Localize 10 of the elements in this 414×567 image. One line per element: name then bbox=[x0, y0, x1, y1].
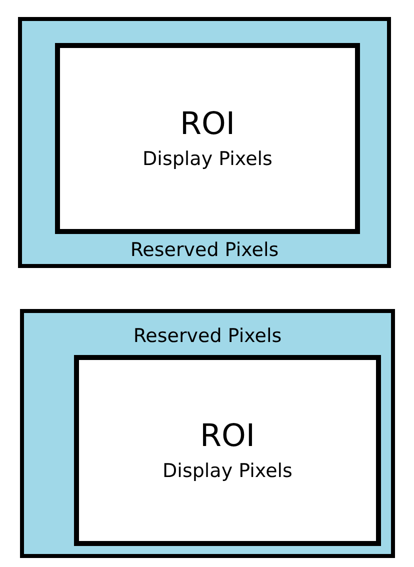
roi-box bbox=[55, 43, 360, 234]
reserved-label: Reserved Pixels bbox=[132, 325, 283, 347]
roi-title: ROI bbox=[180, 107, 236, 142]
roi-caption: Display Pixels bbox=[162, 460, 292, 482]
roi-caption: Display Pixels bbox=[142, 148, 272, 170]
reserved-label: Reserved Pixels bbox=[129, 239, 280, 261]
roi-box bbox=[74, 355, 381, 546]
roi-title: ROI bbox=[200, 419, 256, 454]
reserved-area-box bbox=[18, 17, 391, 268]
reserved-area-box bbox=[20, 309, 395, 558]
